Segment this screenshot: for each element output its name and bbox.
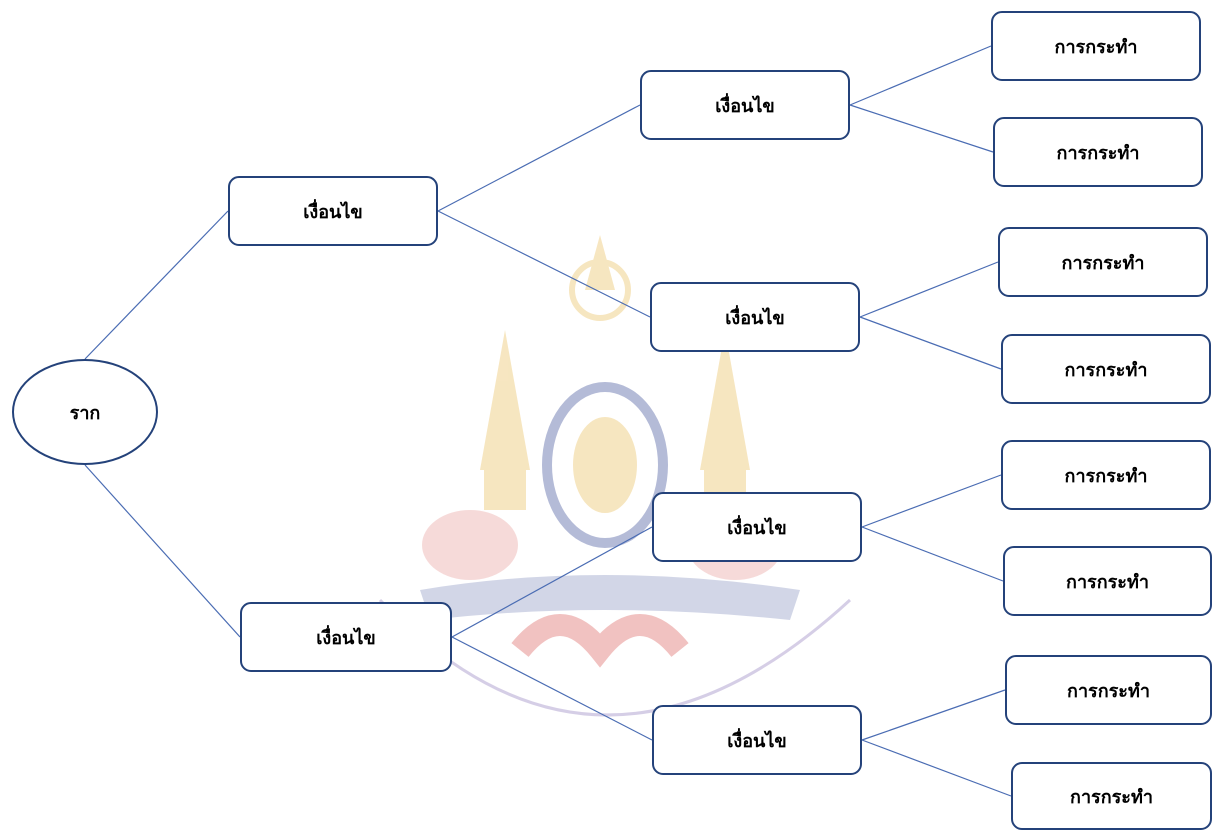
action-node: การกระทำ bbox=[993, 117, 1203, 187]
action-node: การกระทำ bbox=[998, 227, 1208, 297]
action-label: การกระทำ bbox=[1056, 142, 1140, 164]
connector-line bbox=[849, 45, 992, 106]
connector-line bbox=[861, 689, 1006, 741]
connector-line bbox=[84, 210, 229, 360]
condition-label: เงื่อนไข bbox=[727, 730, 787, 752]
action-node: การกระทำ bbox=[1003, 546, 1212, 616]
action-label: การกระทำ bbox=[1061, 252, 1145, 274]
connector-line bbox=[849, 104, 994, 153]
root-label: ราก bbox=[69, 402, 101, 424]
connector-line bbox=[84, 464, 241, 638]
connector-line bbox=[451, 526, 653, 638]
connector-line bbox=[861, 526, 1004, 582]
condition-label: เงื่อนไข bbox=[727, 517, 787, 539]
action-label: การกระทำ bbox=[1064, 359, 1148, 381]
root-node: ราก bbox=[12, 359, 158, 465]
action-label: การกระทำ bbox=[1054, 36, 1138, 58]
action-label: การกระทำ bbox=[1070, 786, 1153, 808]
connector-line bbox=[437, 210, 651, 318]
action-label: การกระทำ bbox=[1064, 465, 1148, 487]
condition-label: เงื่อนไข bbox=[316, 627, 376, 649]
connector-line bbox=[437, 104, 641, 212]
condition-node: เงื่อนไข bbox=[652, 705, 862, 775]
condition-label: เงื่อนไข bbox=[725, 307, 785, 329]
connector-line bbox=[861, 739, 1012, 797]
connector-line bbox=[859, 316, 1002, 370]
connector-line bbox=[861, 474, 1002, 528]
action-node: การกระทำ bbox=[1001, 440, 1211, 510]
condition-label: เงื่อนไข bbox=[303, 201, 363, 223]
connector-line bbox=[859, 261, 999, 318]
condition-node: เงื่อนไข bbox=[652, 492, 862, 562]
action-label: การกระทำ bbox=[1067, 680, 1150, 702]
action-node: การกระทำ bbox=[1001, 334, 1211, 404]
action-node: การกระทำ bbox=[1011, 762, 1212, 830]
action-label: การกระทำ bbox=[1066, 571, 1149, 593]
condition-node: เงื่อนไข bbox=[640, 70, 850, 140]
action-node: การกระทำ bbox=[991, 11, 1201, 81]
condition-node: เงื่อนไข bbox=[650, 282, 860, 352]
action-node: การกระทำ bbox=[1005, 655, 1212, 725]
connector-line bbox=[451, 636, 653, 741]
condition-node: เงื่อนไข bbox=[240, 602, 452, 672]
condition-label: เงื่อนไข bbox=[715, 95, 775, 117]
condition-node: เงื่อนไข bbox=[228, 176, 438, 246]
